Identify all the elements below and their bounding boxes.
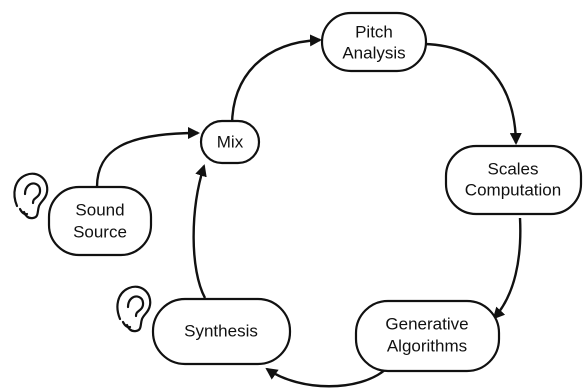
node-pitch-analysis: Pitch Analysis: [320, 11, 428, 73]
node-synthesis: Synthesis: [151, 297, 292, 366]
ear-icon: [13, 172, 49, 220]
edge-mix-to-pitch-analysis: [230, 34, 322, 127]
edge-pitch-analysis-to-scales: [423, 42, 522, 145]
node-label-line: Algorithms: [387, 336, 467, 355]
node-sound-source: Sound Source: [47, 185, 153, 257]
node-label-line: Source: [73, 222, 127, 241]
edge-synthesis-to-mix: [192, 164, 207, 299]
node-label-line: Generative: [385, 314, 468, 333]
node-label-line: Scales: [487, 159, 538, 178]
ear-icon: [116, 285, 152, 333]
edge-sound-source-to-mix: [95, 127, 200, 188]
edge-generative-to-synthesis: [265, 367, 387, 388]
node-scales-computation: Scales Computation: [444, 144, 583, 216]
node-label-line: Analysis: [342, 43, 405, 62]
node-mix: Mix: [199, 119, 261, 165]
node-label-line: Sound: [75, 200, 124, 219]
node-generative-algorithms: Generative Algorithms: [354, 299, 501, 373]
node-label-line: Computation: [465, 180, 561, 199]
edge-scales-to-generative: [492, 217, 522, 320]
node-label-line: Mix: [217, 132, 244, 151]
node-label-line: Synthesis: [184, 321, 258, 340]
node-label-line: Pitch: [355, 22, 393, 41]
